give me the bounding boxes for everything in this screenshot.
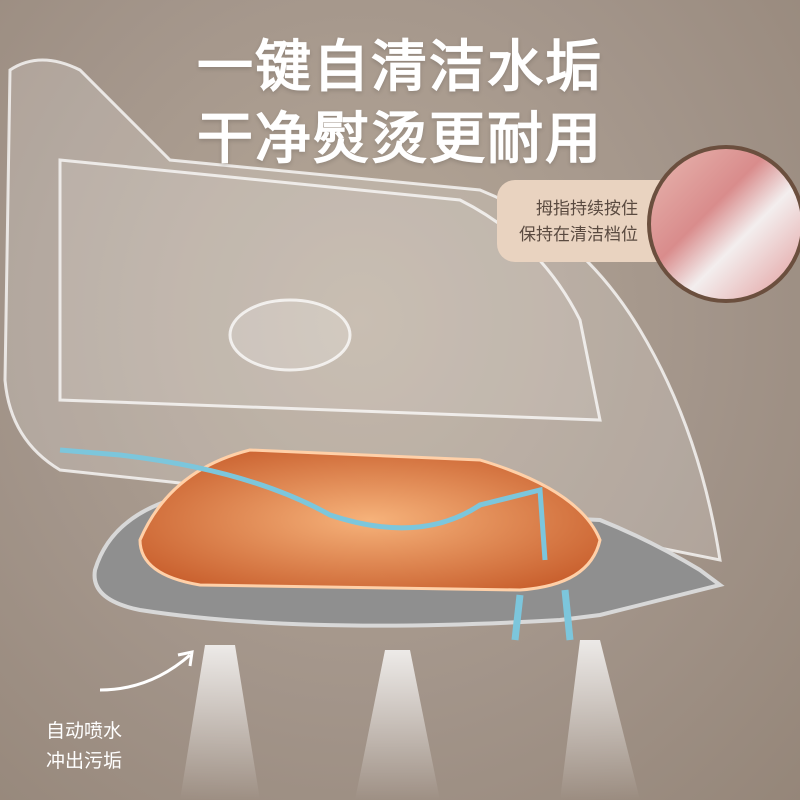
callout-line1: 拇指持续按住 — [536, 199, 638, 219]
steam-jets — [180, 640, 640, 800]
curved-arrow — [99, 653, 191, 692]
water-flow — [59, 447, 574, 641]
spray-note: 自动喷水 冲出污垢 — [46, 716, 122, 776]
arrow-head — [177, 650, 194, 667]
note-line1: 自动喷水 — [46, 720, 123, 742]
thumb-button-closeup-image — [647, 145, 800, 303]
headline-line2: 干净熨烫更耐用 — [197, 107, 603, 172]
transparent-iron-shell — [3, 58, 722, 562]
headline-line1: 一键自清洁水垢 — [197, 35, 603, 100]
callout-text: 拇指持续按住 保持在清洁档位 — [488, 196, 638, 248]
note-line2: 冲出污垢 — [46, 750, 123, 772]
callout-line2: 保持在清洁档位 — [519, 225, 638, 245]
